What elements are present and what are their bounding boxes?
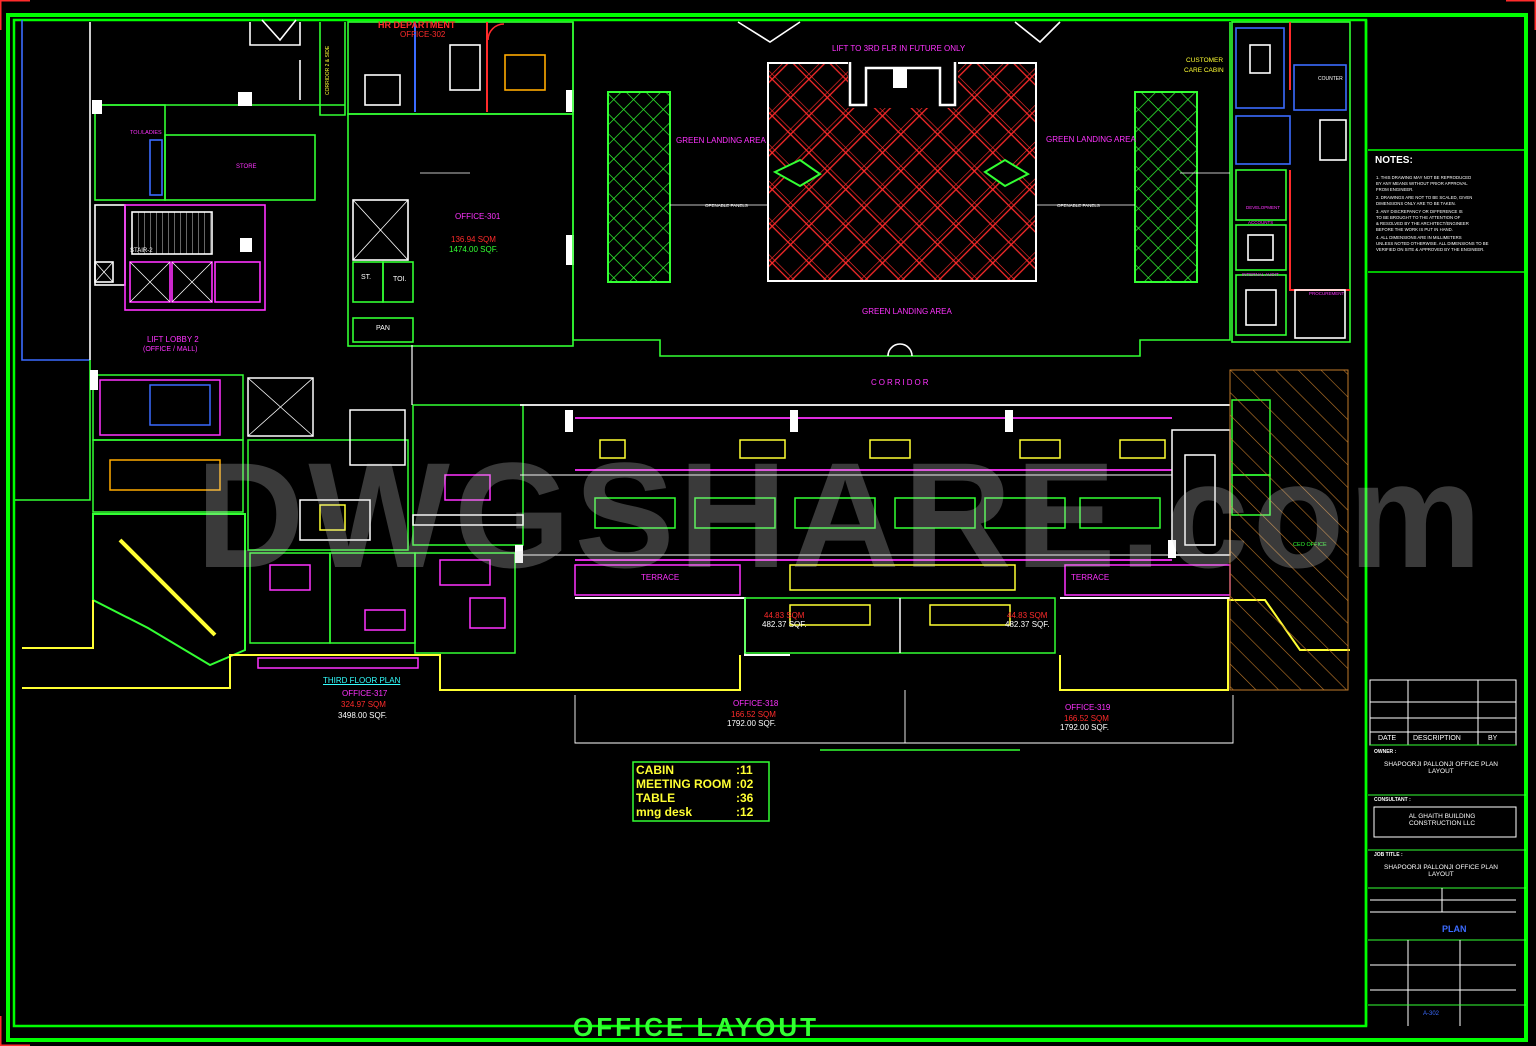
label-office-319-sqm-a: 44.83 SQM: [1007, 611, 1048, 620]
label-store: STORE: [236, 164, 257, 170]
note-line: TO BE BROUGHT TO THE ATTENTION OF: [1376, 215, 1461, 220]
label-corridor-2: CORRIDOR 2 & SIDE: [325, 45, 331, 95]
label-office-301-sqm: 136.94 SQM: [451, 235, 496, 244]
bottom-title: OFFICE LAYOUT: [573, 1012, 820, 1042]
label-third-floor-plan: THIRD FLOOR PLAN: [323, 676, 401, 685]
summary-row: mng desk :12: [636, 806, 768, 820]
summary-table-box: [632, 761, 770, 822]
label-office-319-sqf: 1792.00 SQF.: [1060, 723, 1109, 732]
label-green-landing-bottom: GREEN LANDING AREA: [862, 307, 952, 316]
left-core: [15, 19, 346, 501]
label-openable-panels-right: OPENABLE PANELS: [1057, 203, 1100, 208]
label-accounts: ACCOUNTS: [1248, 220, 1274, 225]
label-counter: COUNTER: [1318, 76, 1343, 82]
job-title-value: SHAPOORJI PALLONJI OFFICE PLAN LAYOUT: [1383, 864, 1499, 878]
note-line: 4. ALL DIMENSIONS ARE IN MILLIMETERS: [1376, 235, 1462, 240]
label-terrace-left: TERRACE: [641, 573, 680, 582]
right-cabins: [1231, 21, 1351, 343]
label-customer-care-2: CARE CABIN: [1184, 67, 1224, 74]
watermark: DWGSHARE.com: [196, 431, 1486, 599]
label-office-317-sqm: 324.97 SQM: [341, 700, 386, 709]
note-line: VERIFIED ON SITE & APPROVED BY THE ENGIN…: [1376, 247, 1485, 252]
sheet-frame: [6, 13, 1528, 1042]
label-lift-lobby: LIFT LOBBY 2: [147, 335, 199, 344]
title-block: [1368, 149, 1526, 1026]
notes-list: 1. THIS DRAWING MAY NOT BE REPRODUCED BY…: [1376, 175, 1489, 254]
summary-value: :36: [736, 791, 754, 805]
notes-title: NOTES:: [1375, 155, 1413, 166]
label-office-317-sqf: 3498.00 SQF.: [338, 711, 387, 720]
sheet-number: A-302: [1423, 1011, 1440, 1017]
green-hatch-left: [607, 91, 671, 283]
summary-label: TABLE: [636, 791, 676, 805]
summary-label: mng desk: [636, 805, 693, 819]
label-office-319-sqf-a: 482.37 SQF.: [1005, 620, 1050, 629]
label-ceo-office: CEO OFFICE: [1293, 542, 1327, 548]
owner-label: OWNER :: [1374, 749, 1397, 755]
hr-office-area: [347, 21, 574, 347]
summary-label: CABIN: [636, 763, 674, 777]
label-office-318-sqf: 1792.00 SQF.: [727, 719, 776, 728]
label-lift-future: LIFT TO 3RD FLR IN FUTURE ONLY: [832, 44, 966, 53]
label-office-319: OFFICE-319: [1065, 703, 1111, 712]
summary-row: TABLE :36: [636, 792, 768, 806]
label-office-301-sqf: 1474.00 SQF.: [449, 245, 498, 254]
label-office-317: OFFICE-317: [342, 689, 388, 698]
note-line: BEFORE THE WORK IS PUT IN HAND.: [1376, 227, 1453, 232]
label-office-318-sqm: 166.52 SQM: [731, 710, 776, 719]
label-corridor: CORRIDOR: [871, 378, 931, 387]
label-toi-ladies: TOI./LADIES: [130, 130, 162, 136]
note-line: DIMENSIONS ONLY ARE TO BE TAKEN.: [1376, 201, 1456, 206]
note-line: FROM ENGINEER.: [1376, 187, 1414, 192]
label-openable-panels-left: OPENABLE PANELS: [705, 203, 748, 208]
rev-by-header: BY: [1488, 735, 1498, 742]
owner-value: SHAPOORJI PALLONJI OFFICE PLAN LAYOUT: [1383, 761, 1499, 775]
label-st: ST.: [361, 274, 372, 281]
job-title-label: JOB TITLE :: [1374, 852, 1403, 858]
label-office-318-sqm-a: 44.83 SQM: [764, 611, 805, 620]
note-line: 2. DRAWINGS ARE NOT TO BE SCALED, GIVEN: [1376, 195, 1473, 200]
note-line: 3. ANY DISCREPANCY OR DIFFERENCE IS: [1376, 209, 1463, 214]
label-pan: PAN: [376, 325, 390, 332]
summary-table: CABIN :11 MEETING ROOM :02 TABLE :36 mng…: [636, 764, 768, 820]
summary-row: MEETING ROOM :02: [636, 778, 768, 792]
note-line: & RESOLVED BY THE ARCHITECT/ENGINEER: [1376, 221, 1469, 226]
label-office-319-sqm: 166.52 SQM: [1064, 714, 1109, 723]
rev-date-header: DATE: [1378, 735, 1397, 742]
summary-row: CABIN :11: [636, 764, 768, 778]
consultant-value: AL GHAITH BUILDING CONSTRUCTION LLC: [1408, 813, 1476, 827]
label-development: DEVELOPMENT: [1246, 205, 1281, 210]
label-office-318: OFFICE-318: [733, 699, 779, 708]
label-customer-care: CUSTOMER: [1186, 57, 1224, 64]
rev-description-header: DESCRIPTION: [1413, 735, 1461, 742]
lower-wing: [22, 345, 1350, 751]
note-line: UNLESS NOTED OTHERWISE. ALL DIMENSIONS T…: [1376, 241, 1489, 246]
label-stair-2: STAIR-2: [130, 248, 153, 254]
summary-value: :11: [736, 763, 753, 777]
summary-value: :12: [736, 805, 754, 819]
label-office-302: OFFICE-302: [400, 30, 446, 39]
note-line: BY ANY MEANS WITHOUT PRIOR APPROVAL: [1376, 181, 1468, 186]
atrium: [420, 21, 1231, 357]
label-green-landing-right: GREEN LANDING AREA: [1046, 135, 1136, 144]
label-green-landing-left: GREEN LANDING AREA: [676, 136, 766, 145]
label-toi: TOI.: [393, 276, 407, 283]
label-procurement: PROCUREMENT: [1309, 291, 1345, 296]
drawing-title-value: PLAN: [1442, 924, 1467, 934]
label-hr-department: HR DEPARTMENT: [378, 20, 456, 30]
consultant-label: CONSULTANT :: [1374, 797, 1411, 803]
label-lift-lobby-sub: (OFFICE / MALL): [143, 346, 198, 353]
label-office-301: OFFICE-301: [455, 212, 501, 221]
green-hatch-right: [1134, 91, 1198, 283]
label-office-318-sqf-a: 482.37 SQF.: [762, 620, 807, 629]
label-internal-audit: INTERNAL AUDIT: [1242, 272, 1279, 277]
summary-label: MEETING ROOM: [636, 777, 732, 791]
summary-value: :02: [736, 777, 754, 791]
note-line: 1. THIS DRAWING MAY NOT BE REPRODUCED: [1376, 175, 1472, 180]
label-terrace-right: TERRACE: [1071, 573, 1110, 582]
